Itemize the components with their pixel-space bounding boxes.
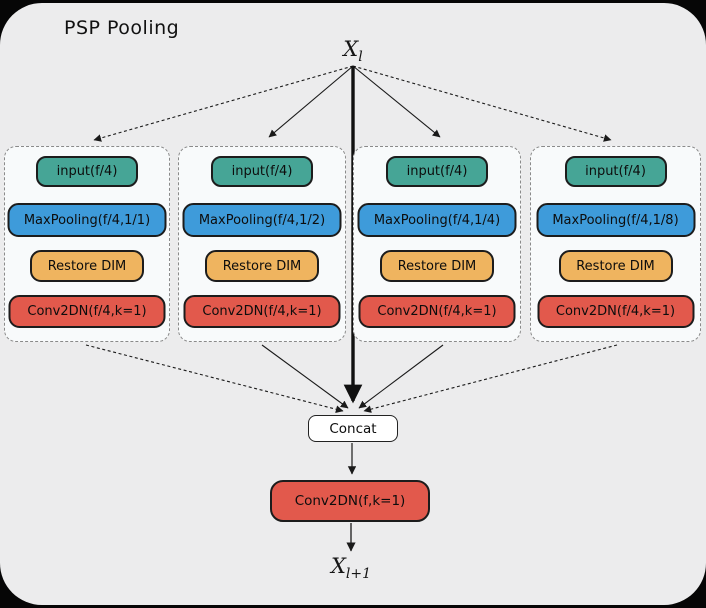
input-node: input(f/4) [36, 156, 138, 187]
input-node: input(f/4) [211, 156, 313, 187]
branch-pool-1-1: input(f/4) MaxPooling(f/4,1/1) Restore D… [4, 146, 170, 342]
maxpooling-node: MaxPooling(f/4,1/4) [357, 203, 517, 237]
branch-pool-1-2: input(f/4) MaxPooling(f/4,1/2) Restore D… [178, 146, 346, 342]
input-node: input(f/4) [386, 156, 488, 187]
restore-dim-node: Restore DIM [205, 250, 319, 282]
input-node: input(f/4) [564, 156, 667, 187]
maxpooling-node: MaxPooling(f/4,1/1) [7, 203, 167, 237]
output-tensor-label: Xl+1 [330, 554, 372, 583]
branch-pool-1-8: input(f/4) MaxPooling(f/4,1/8) Restore D… [530, 146, 701, 342]
arrow-xl-to-branch1 [93, 65, 354, 142]
restore-dim-node: Restore DIM [30, 250, 144, 282]
input-tensor-label: Xl [343, 37, 363, 66]
arrow-branch4-to-concat [363, 344, 618, 413]
final-conv2dn-node: Conv2DN(f,k=1) [270, 480, 430, 522]
branch-pool-1-4: input(f/4) MaxPooling(f/4,1/4) Restore D… [353, 146, 521, 342]
arrow-xl-to-branch4 [352, 65, 612, 142]
arrow-xl-to-branch2 [268, 65, 354, 138]
restore-dim-node: Restore DIM [380, 250, 494, 282]
arrow-xl-to-branch3 [352, 65, 441, 138]
maxpooling-node: MaxPooling(f/4,1/2) [182, 203, 342, 237]
psp-pooling-figure-panel: PSP Pooling Xl [0, 3, 706, 605]
conv2dn-node: Conv2DN(f/4,k=1) [537, 295, 694, 328]
concat-node: Concat [308, 415, 398, 442]
arrow-branch1-to-concat [85, 344, 344, 413]
arrow-branch3-to-concat [358, 344, 444, 409]
restore-dim-node: Restore DIM [558, 250, 673, 282]
figure-title: PSP Pooling [64, 17, 180, 39]
conv2dn-node: Conv2DN(f/4,k=1) [358, 295, 516, 328]
conv2dn-node: Conv2DN(f/4,k=1) [183, 295, 341, 328]
maxpooling-node: MaxPooling(f/4,1/8) [536, 203, 695, 237]
arrow-branch2-to-concat [261, 344, 349, 409]
conv2dn-node: Conv2DN(f/4,k=1) [8, 295, 166, 328]
